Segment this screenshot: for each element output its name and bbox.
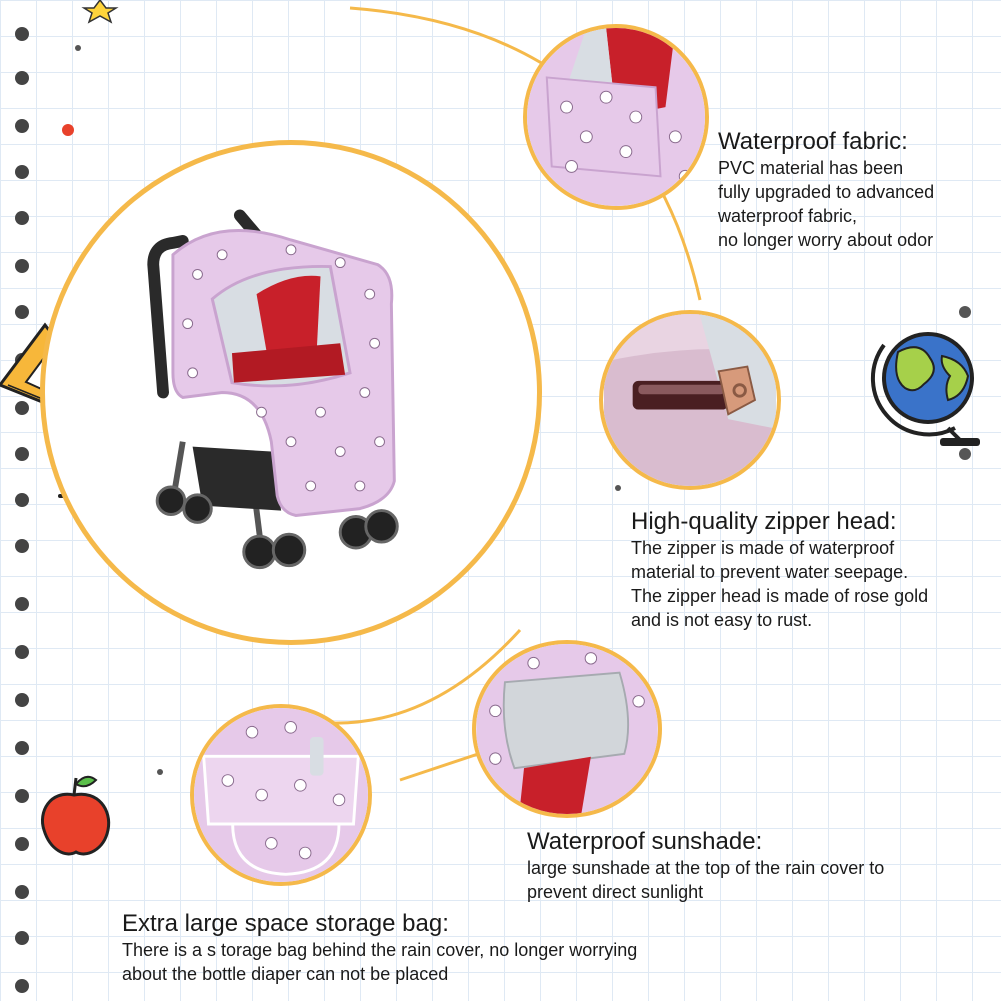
- feature-line: PVC material has been: [718, 158, 904, 178]
- feature-title: Waterproof fabric:: [718, 128, 908, 155]
- main-product-circle: [40, 140, 542, 645]
- feature-title: Waterproof sunshade:: [527, 828, 763, 855]
- storage-bag-detail-circle: [190, 704, 372, 886]
- feature-line: The zipper is made of waterproof: [631, 538, 895, 558]
- feature-title: Extra large space storage bag:: [122, 910, 449, 937]
- feature-line: fully upgraded to advanced: [718, 182, 935, 202]
- globe-icon: [870, 332, 980, 446]
- feature-storage-bag: Extra large space storage bag: There is …: [122, 910, 637, 986]
- star-icon: [81, 0, 119, 24]
- notebook-binding-dots: [15, 27, 29, 993]
- zipper-detail-image: [604, 314, 776, 486]
- feature-zipper-head: High-quality zipper head: The zipper is …: [631, 508, 928, 632]
- feature-waterproof-fabric: Waterproof fabric: PVC material has been…: [718, 128, 934, 252]
- feature-line: waterproof fabric,: [718, 206, 858, 226]
- feature-line: and is not easy to rust.: [631, 610, 813, 630]
- fabric-detail-circle: [523, 24, 709, 210]
- storage-bag-detail-image: [194, 708, 368, 882]
- feature-title: High-quality zipper head:: [631, 508, 897, 535]
- feature-line: prevent direct sunlight: [527, 882, 704, 902]
- small-dots: [75, 45, 971, 775]
- feature-line: There is a s torage bag behind the rain …: [122, 940, 638, 960]
- sunshade-detail-image: [476, 644, 658, 814]
- red-dot: [62, 124, 74, 136]
- zipper-detail-circle: [599, 310, 781, 490]
- feature-line: material to prevent water seepage.: [631, 562, 909, 582]
- feature-line: no longer worry about odor: [718, 230, 934, 250]
- feature-line: large sunshade at the top of the rain co…: [527, 858, 885, 878]
- apple-icon: [41, 775, 111, 856]
- sunshade-detail-circle: [472, 640, 662, 818]
- feature-line: The zipper head is made of rose gold: [631, 586, 929, 606]
- feature-waterproof-sunshade: Waterproof sunshade: large sunshade at t…: [527, 828, 884, 904]
- stroller-illustration: [147, 209, 399, 570]
- feature-line: about the bottle diaper can not be place…: [122, 964, 449, 984]
- fabric-detail-image: [527, 28, 705, 206]
